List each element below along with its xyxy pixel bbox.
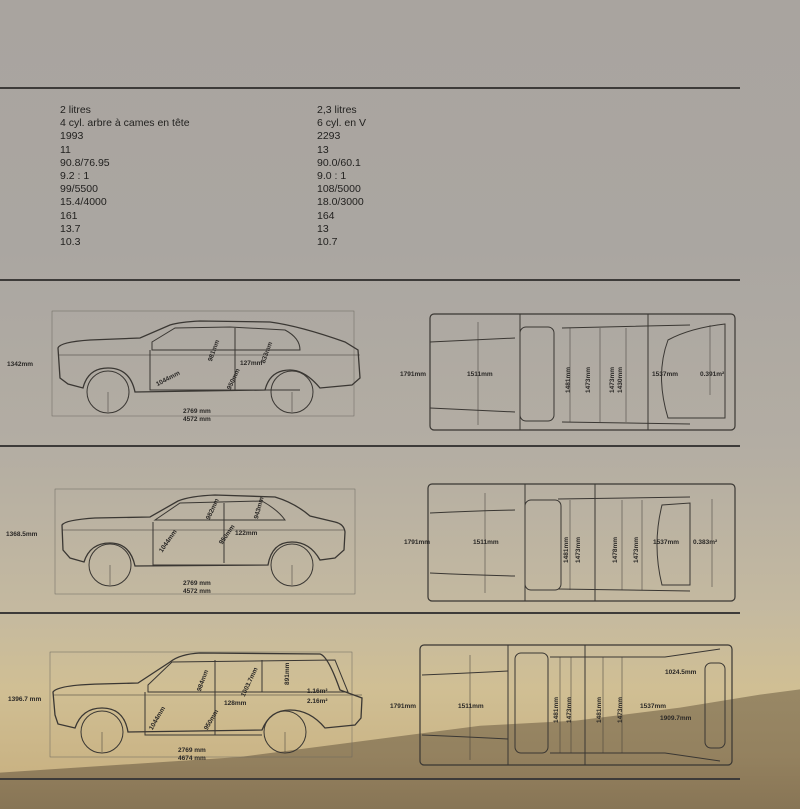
spec-value: 9.0 : 1 — [317, 170, 347, 183]
coupe-side-outline-icon — [51, 310, 361, 417]
spec-value: 2293 — [317, 130, 341, 143]
sedan-height-label: 1368.5mm — [6, 531, 38, 538]
spec-value: 164 — [317, 209, 335, 222]
coupe-shoulder-rear-label: 1473mm — [609, 366, 616, 393]
sedan-length-label: 4572 mm — [183, 588, 211, 595]
coupe-hip-front-label: 1473mm — [585, 366, 592, 393]
specs-2-3-litre-column: 2,3 litres 6 cyl. en V 2293 13 90.0/60.1… — [317, 104, 366, 249]
coupe-wheelbase-label: 2769 mm — [183, 408, 211, 415]
spec-value: 90.8/76.95 — [60, 156, 110, 169]
spec-value: 11 — [60, 143, 71, 156]
divider-sedan — [0, 612, 740, 614]
sedan-rear-track-label: 1537mm — [653, 539, 680, 546]
wagon-wheelbase-label: 2769 mm — [178, 747, 206, 754]
spec-value: 99/5500 — [60, 183, 98, 196]
sedan-wheelbase-label: 2769 mm — [183, 580, 211, 587]
coupe-front-track-label: 1511mm — [467, 371, 493, 378]
sedan-hip-rear-label: 1473mm — [633, 536, 640, 563]
divider-top — [0, 87, 740, 89]
coupe-top-view: 1791mm 1511mm 1481mm 1473mm 1473mm 1430m… — [390, 300, 750, 440]
divider-specs — [0, 279, 740, 281]
spec-value: 10.7 — [317, 236, 338, 249]
coupe-hip-rear-label: 1430mm — [617, 366, 624, 393]
spec-value: 6 cyl. en V — [317, 117, 367, 130]
coupe-trunk-label: 0.391m² — [700, 371, 725, 378]
coupe-wheelbase-value: 2769 — [183, 408, 198, 415]
wagon-top-outline-icon — [419, 644, 733, 766]
spec-value: 2,3 litres — [317, 104, 357, 116]
sedan-top-outline-icon — [427, 483, 736, 602]
unit: mm — [199, 580, 211, 587]
sedan-side-outline-icon — [54, 488, 356, 595]
wagon-rear-track-label: 1537mm — [640, 703, 667, 710]
divider-bottom — [0, 778, 740, 780]
specs-2-litre-column: 2 litres 4 cyl. arbre à cames en tête 19… — [60, 104, 190, 249]
wagon-hip-front-label: 1473mm — [566, 696, 573, 723]
unit: mm — [199, 588, 211, 595]
wagon-cargo-volume-2-label: 2.16m² — [307, 698, 328, 705]
wagon-cargo-volume-1-label: 1.16m² — [307, 688, 328, 695]
coupe-top-outline-icon — [429, 313, 736, 431]
sedan-width-label: 1791mm — [404, 539, 431, 546]
spec-value: 15.4/4000 — [60, 196, 107, 209]
spec-value: 13 — [317, 222, 329, 235]
spec-value: 10.3 — [60, 236, 81, 249]
spec-value: 9.2 : 1 — [60, 170, 90, 183]
spec-value: 1993 — [60, 130, 84, 143]
wagon-height-label: 1396.7 mm — [8, 696, 42, 703]
wagon-shoulder-front-label: 1481mm — [553, 696, 560, 723]
coupe-legroom-label: 127mm — [240, 360, 263, 367]
wagon-length-label: 4674 mm — [178, 755, 206, 762]
coupe-height-label: 1342mm — [7, 361, 34, 368]
coupe-shoulder-front-label: 1481mm — [565, 366, 572, 393]
spec-value: 4 cyl. arbre à cames en tête — [60, 117, 190, 130]
wagon-width-label: 1791mm — [390, 703, 417, 710]
coupe-length-label: 4572 mm — [183, 416, 211, 423]
wagon-cargo-height-label: 891mm — [284, 662, 291, 685]
sedan-trunk-label: 0.383m² — [693, 539, 718, 546]
wagon-cargo-width-label: 1024.5mm — [665, 669, 697, 676]
wagon-side-outline-icon — [49, 651, 363, 758]
sedan-side-view: 1368.5mm 1044mm 982mm 943mm 950mm 122mm … — [0, 470, 380, 610]
sedan-hip-front-label: 1473mm — [575, 536, 582, 563]
wagon-front-track-label: 1511mm — [458, 703, 484, 710]
divider-coupe — [0, 445, 740, 447]
wagon-shoulder-rear-label: 1481mm — [596, 696, 603, 723]
spec-value: 13.7 — [60, 222, 81, 235]
wagon-hip-rear-label: 1473mm — [617, 696, 624, 723]
sedan-front-track-label: 1511mm — [473, 539, 499, 546]
sedan-shoulder-rear-label: 1478mm — [612, 536, 619, 563]
coupe-length-value: 4572 — [183, 416, 198, 423]
sedan-shoulder-front-label: 1481mm — [563, 536, 570, 563]
wagon-legroom-label: 128mm — [224, 700, 247, 707]
coupe-width-label: 1791mm — [400, 371, 427, 378]
spec-value: 18.0/3000 — [317, 196, 364, 209]
wagon-top-view: 1791mm 1511mm 1481mm 1473mm 1481mm 1473m… — [390, 635, 750, 775]
coupe-rear-track-label: 1537mm — [652, 371, 679, 378]
sedan-legroom-label: 122mm — [235, 530, 258, 537]
sedan-top-view: 1791mm 1511mm 1481mm 1473mm 1478mm 1473m… — [390, 475, 750, 605]
spec-value: 108/5000 — [317, 183, 361, 196]
spec-value: 13 — [317, 143, 329, 156]
sedan-length-value: 4572 — [183, 588, 198, 595]
unit: mm — [199, 408, 211, 415]
coupe-side-view: 1342mm 1044mm 981mm 833mm 950mm 127mm 27… — [0, 300, 380, 440]
wagon-cargo-length-label: 1909.7mm — [660, 715, 692, 722]
spec-value: 161 — [60, 209, 78, 222]
sedan-wheelbase-value: 2769 — [183, 580, 198, 587]
unit: mm — [199, 416, 211, 423]
wagon-side-view: 1396.7 mm 1044mm 984mm 1003.7mm 891mm 95… — [0, 640, 380, 780]
spec-value: 90.0/60.1 — [317, 156, 361, 169]
spec-value: 2 litres — [60, 104, 91, 116]
